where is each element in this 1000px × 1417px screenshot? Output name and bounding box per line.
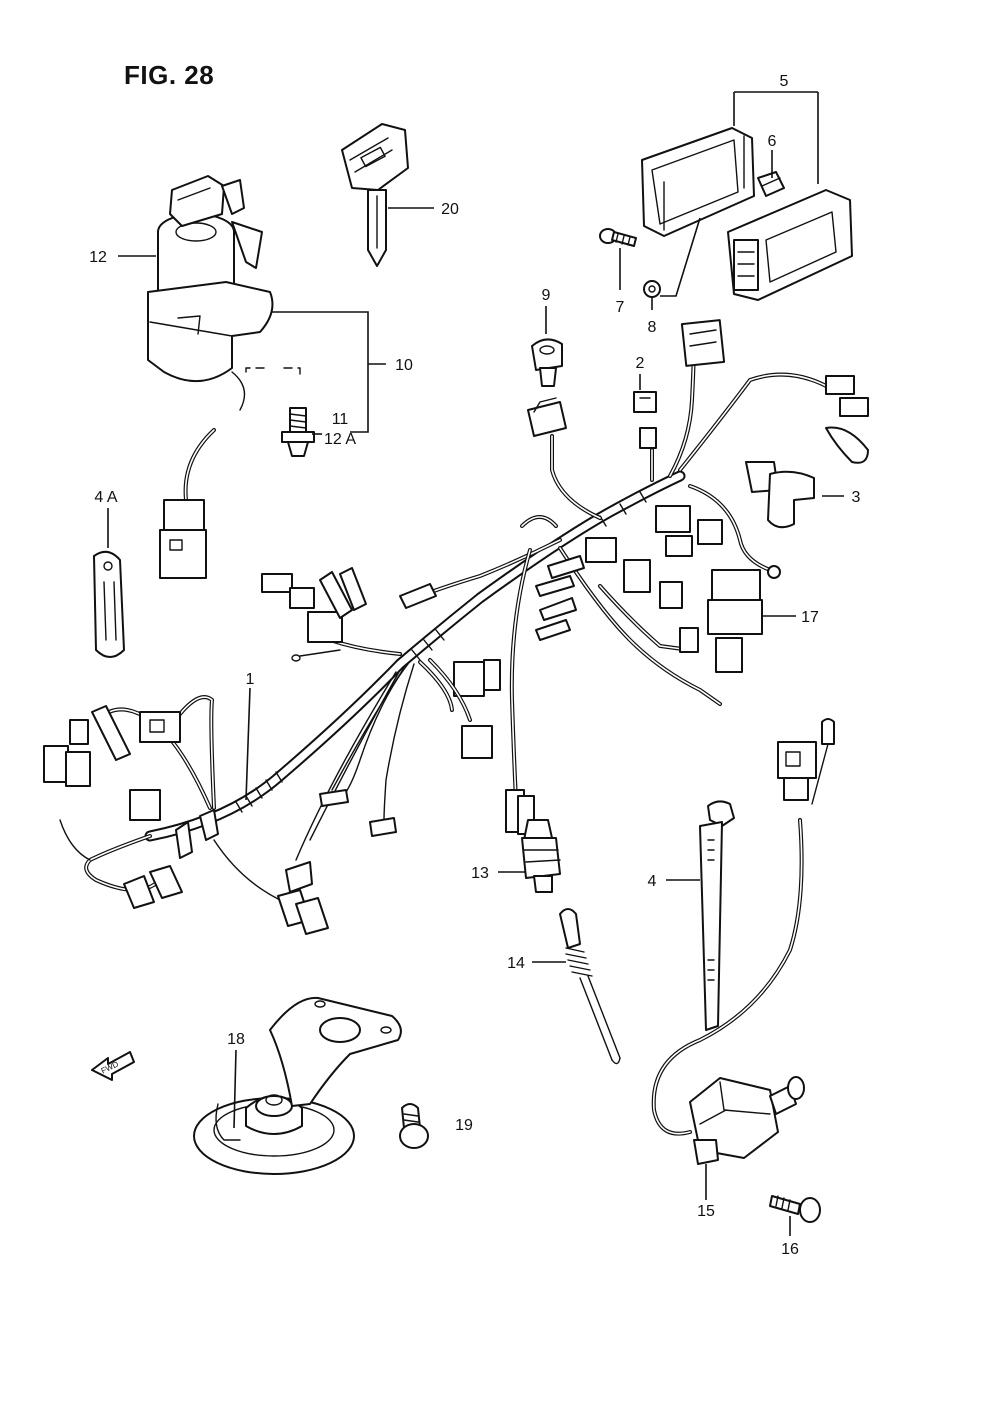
callout-17: 17	[801, 609, 819, 626]
callout-7: 7	[616, 299, 625, 316]
callout-labels: 12 20 5 6 7 8 9 2 3 17 10 11 12 A 4 A 1 …	[89, 73, 860, 1258]
cable-tie-part-4	[699, 800, 735, 1031]
key-part-20	[341, 123, 409, 267]
ignition-switch-part-12	[147, 175, 301, 579]
callout-12a: 12 A	[324, 431, 356, 448]
forward-direction-arrow: FWD	[91, 1051, 135, 1081]
callout-5: 5	[780, 73, 789, 90]
callout-4a: 4 A	[94, 489, 117, 506]
relay-part-9	[527, 338, 567, 437]
callout-10: 10	[395, 357, 413, 374]
callout-8: 8	[648, 319, 657, 336]
callout-16: 16	[781, 1241, 799, 1258]
clamp-part-4a	[93, 550, 125, 658]
callout-4: 4	[648, 873, 657, 890]
fuse-box-part-5	[641, 127, 853, 301]
callout-15: 15	[697, 1203, 715, 1220]
callout-6: 6	[768, 133, 777, 150]
callout-9: 9	[542, 287, 551, 304]
spring-part-14	[559, 908, 621, 1065]
switch-part-13	[521, 819, 561, 893]
callout-18: 18	[227, 1031, 245, 1048]
washer-part-8	[643, 280, 661, 298]
brake-switch-part-15	[651, 718, 835, 1165]
screw-part-16	[769, 1195, 821, 1223]
callout-12: 12	[89, 249, 107, 266]
callout-13: 13	[471, 865, 489, 882]
callout-14: 14	[507, 955, 525, 972]
callout-2: 2	[636, 355, 645, 372]
connector-part-2	[633, 391, 657, 449]
callout-3: 3	[852, 489, 861, 506]
wiring-harness-part-1	[43, 319, 869, 935]
callout-11: 11	[332, 411, 349, 428]
screw-part-11	[281, 407, 315, 457]
leader-lines	[107, 91, 844, 1236]
callout-19: 19	[455, 1117, 473, 1134]
bolt-part-19	[399, 1103, 429, 1149]
horn-part-18	[193, 996, 402, 1175]
figure-title: FIG. 28	[124, 60, 215, 90]
bolt-part-7	[599, 228, 637, 247]
callout-1: 1	[246, 671, 255, 688]
callout-20: 20	[441, 201, 459, 218]
